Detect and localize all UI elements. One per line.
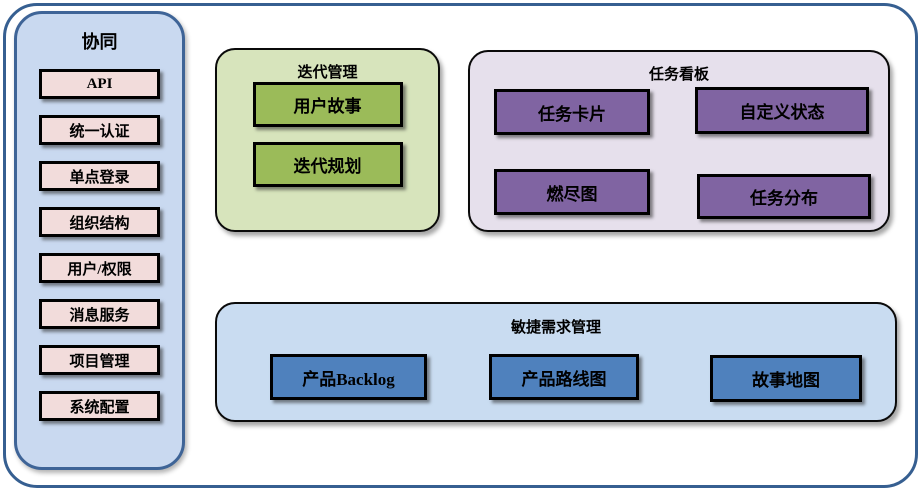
- node-api: API: [39, 69, 160, 99]
- node-product-backlog: 产品Backlog: [270, 354, 427, 400]
- agile-panel-title: 敏捷需求管理: [510, 319, 601, 336]
- node-task-distribution: 任务分布: [697, 174, 871, 219]
- node-user-permissions: 用户/权限: [39, 253, 160, 283]
- agile-requirements-panel: 敏捷需求管理 产品Backlog 产品路线图 故事地图: [215, 302, 897, 422]
- collaboration-item-list: API 统一认证 单点登录 组织结构 用户/权限 消息服务 项目管理 系统配置: [17, 69, 182, 421]
- node-burndown-chart: 燃尽图: [494, 169, 650, 215]
- node-user-story: 用户故事: [252, 82, 403, 127]
- collaboration-panel-title: 协同: [81, 32, 118, 52]
- task-board-panel: 任务看板 任务卡片 自定义状态 燃尽图 任务分布: [468, 50, 890, 232]
- iteration-management-panel: 迭代管理 用户故事 迭代规划: [215, 48, 440, 232]
- node-single-sign-on: 单点登录: [39, 161, 160, 191]
- node-task-card: 任务卡片: [494, 89, 650, 135]
- node-unified-auth: 统一认证: [39, 115, 160, 145]
- node-message-service: 消息服务: [39, 299, 160, 329]
- node-org-structure: 组织结构: [39, 207, 160, 237]
- iteration-panel-title: 迭代管理: [297, 64, 358, 81]
- task-board-panel-title: 任务看板: [648, 66, 709, 83]
- node-project-management: 项目管理: [39, 345, 160, 375]
- collaboration-panel: 协同 API 统一认证 单点登录 组织结构 用户/权限 消息服务 项目管理 系统…: [14, 11, 185, 470]
- node-iteration-planning: 迭代规划: [252, 142, 403, 187]
- node-story-map: 故事地图: [710, 355, 862, 402]
- node-custom-status: 自定义状态: [695, 87, 869, 134]
- node-system-config: 系统配置: [39, 391, 160, 421]
- node-product-roadmap: 产品路线图: [489, 354, 639, 400]
